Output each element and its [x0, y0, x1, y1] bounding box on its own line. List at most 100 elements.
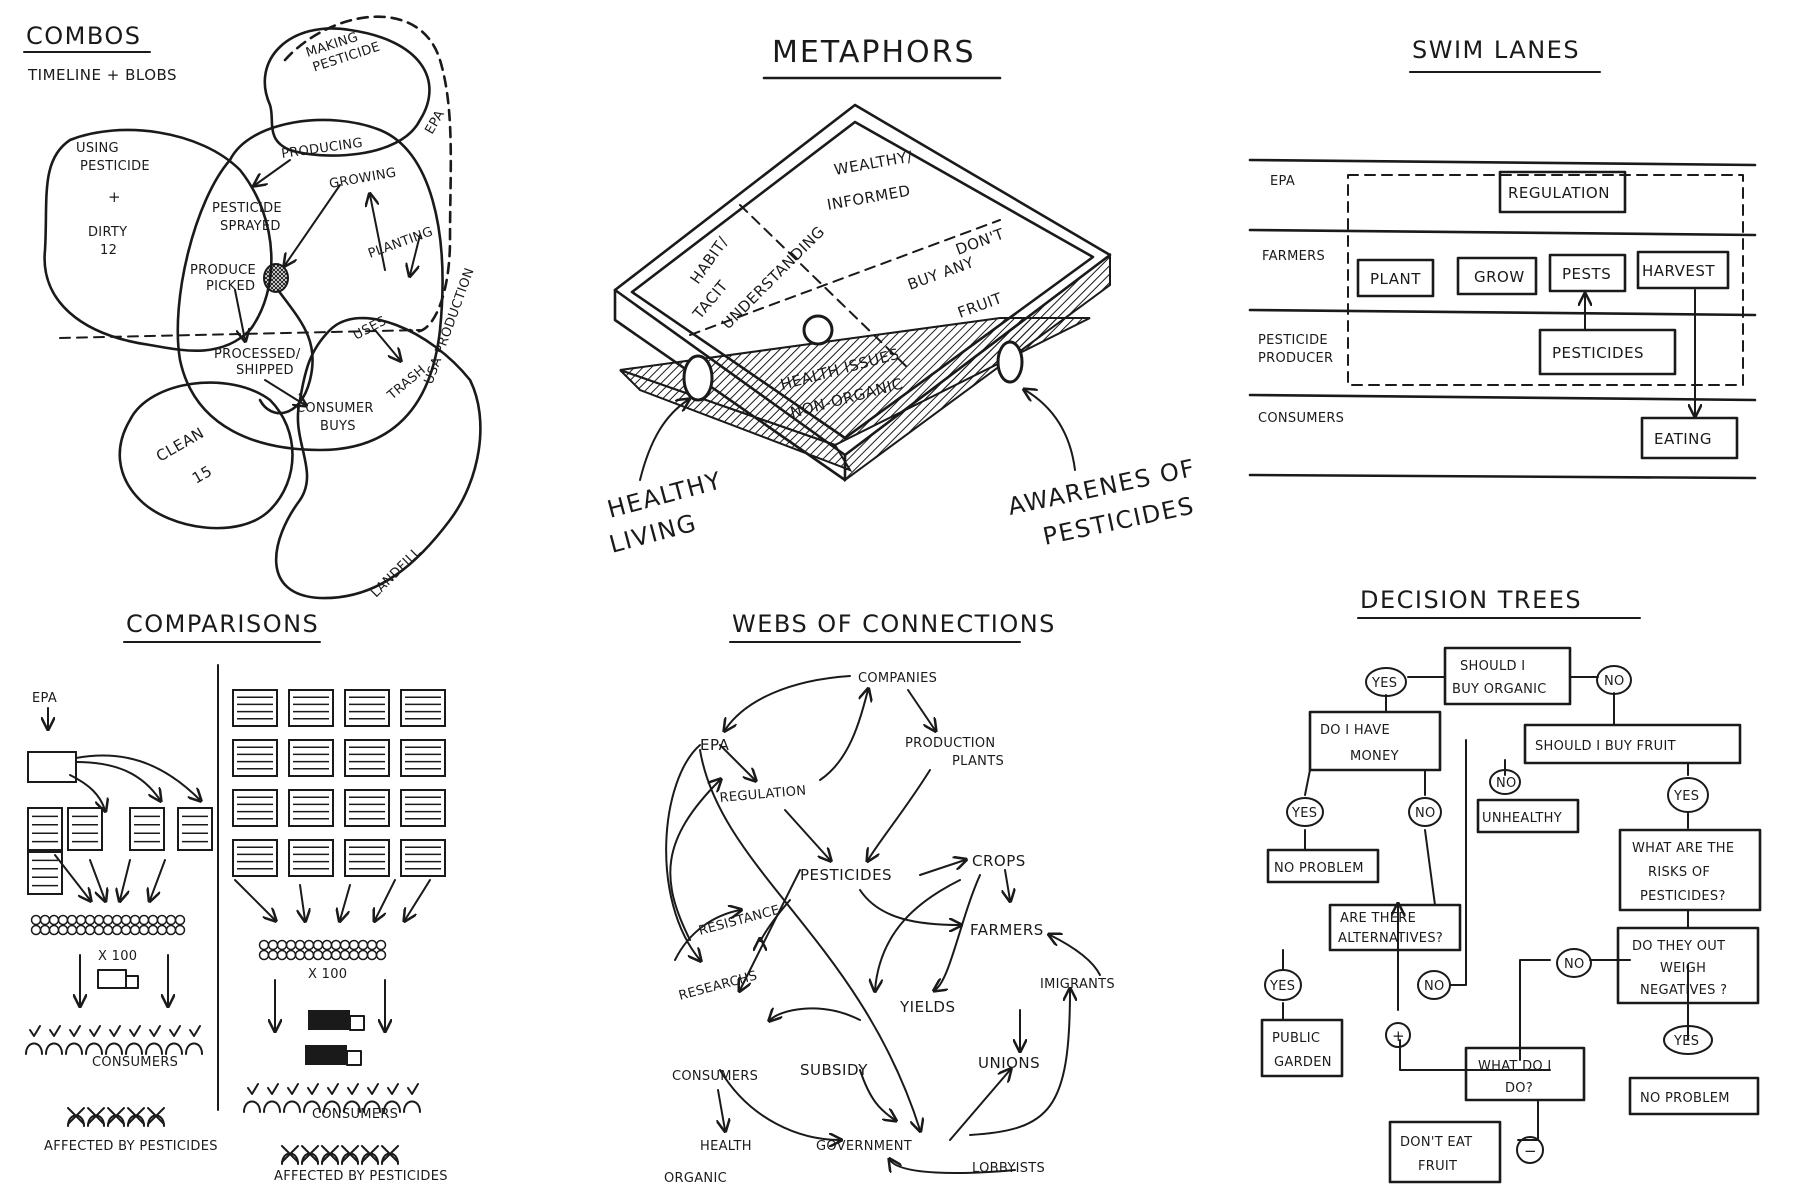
x-mark	[67, 1107, 85, 1125]
check-mark	[29, 1025, 41, 1037]
document-icon	[232, 839, 278, 877]
combos-buys: BUYS	[320, 419, 356, 434]
check-mark	[129, 1025, 141, 1037]
box-grow-label: GROW	[1474, 268, 1525, 286]
metaphor-ball	[802, 314, 834, 346]
web-organic: ORGANIC	[664, 1171, 727, 1186]
node-dont-eat-1: DON'T EAT	[1400, 1135, 1472, 1150]
person-icon	[45, 1042, 63, 1055]
web-yields: YIELDS	[899, 998, 956, 1016]
arrow-growing-picked	[285, 184, 341, 265]
node-no-problem-1-label: NO PROBLEM	[1274, 861, 1364, 876]
lane-line-3	[1248, 308, 1757, 317]
node-have-money	[1308, 710, 1442, 772]
crowd-circle	[294, 939, 306, 951]
comparison-x100-left: X 100	[98, 949, 137, 964]
node-should-fruit	[1523, 723, 1742, 765]
crowd-circle	[357, 949, 369, 961]
combos-title: COMBOS	[26, 22, 142, 50]
comparison-affected-left: AFFECTED BY PESTICIDES	[44, 1139, 218, 1154]
person-icon	[323, 1100, 341, 1113]
right-docs-group	[232, 689, 446, 877]
person-icon	[185, 1042, 203, 1055]
document-icon	[288, 689, 334, 727]
crowd-circle	[357, 939, 369, 951]
check-mark	[307, 1083, 319, 1095]
document-icon	[232, 689, 278, 727]
no-oval-4	[1556, 948, 1592, 978]
crowd-circle	[285, 949, 297, 961]
crowd-circle	[330, 949, 342, 961]
combos-growing: GROWING	[328, 165, 398, 192]
crowd-circle	[348, 949, 360, 961]
right-affected-row	[281, 1145, 399, 1165]
lane-consumers: CONSUMERS	[1258, 411, 1344, 426]
crowd-circle	[30, 914, 42, 926]
x-mark	[381, 1145, 399, 1163]
node-should-organic	[1443, 646, 1572, 706]
minus-label: −	[1524, 1142, 1537, 1160]
combos-consumer: CONSUMER	[296, 401, 374, 416]
crowd-circle	[48, 914, 60, 926]
document-icon	[288, 839, 334, 877]
node-alternatives-2: ALTERNATIVES?	[1338, 931, 1443, 946]
lane-pesticide: PESTICIDE	[1258, 333, 1328, 348]
yes-label-5: YES	[1673, 1034, 1699, 1049]
combos-pesticide-sprayed-1: PESTICIDE	[212, 201, 282, 216]
crowd-circle	[321, 949, 333, 961]
crowd-circle	[30, 924, 42, 936]
metaphor-wealthy: WEALTHY/	[833, 147, 915, 179]
cylinder-right	[996, 340, 1024, 384]
crowd-circle	[375, 939, 387, 951]
web-epa: EPA	[700, 736, 730, 754]
crowd-circle	[39, 914, 51, 926]
check-mark	[267, 1083, 279, 1095]
crowd-circle	[312, 939, 324, 951]
combos-dirty-12: 12	[100, 243, 117, 258]
node-no-problem-2-label: NO PROBLEM	[1640, 1091, 1730, 1106]
person-icon	[363, 1100, 381, 1113]
crowd-circle	[366, 939, 378, 951]
x-mark	[147, 1107, 165, 1125]
box-regulation-label: REGULATION	[1508, 184, 1610, 202]
crowd-circle	[111, 924, 123, 936]
combos-landfill: LANDFILL	[368, 544, 424, 600]
box-plant	[1356, 258, 1435, 298]
arrow-uses-trash	[374, 329, 400, 360]
box-harvest-label: HARVEST	[1642, 262, 1715, 280]
yes-label-3: YES	[1673, 789, 1699, 804]
comparisons-panel: COMPARISONS EPA X 100 CONSUMERS AFFECTED…	[25, 610, 447, 1184]
document-icon	[400, 689, 446, 727]
lane-epa: EPA	[1270, 174, 1295, 189]
x-mark	[361, 1145, 379, 1163]
box-pests	[1548, 253, 1627, 293]
web-pesticides: PESTICIDES	[800, 866, 892, 884]
person-icon	[105, 1042, 123, 1055]
node-what-do-1: WHAT DO I	[1478, 1059, 1552, 1074]
yes-label-2: YES	[1291, 806, 1317, 821]
crowd-circle	[138, 914, 150, 926]
crowd-circle	[93, 924, 105, 936]
comparison-epa: EPA	[32, 691, 57, 706]
lane-line-5	[1248, 473, 1757, 480]
left-consumer-row	[25, 1025, 203, 1055]
combos-plus: +	[108, 188, 121, 206]
using-pesticide-blob	[43, 128, 273, 352]
metaphor-fruit: FRUIT	[955, 289, 1005, 322]
comparisons-title: COMPARISONS	[126, 610, 319, 638]
check-mark	[347, 1083, 359, 1095]
web-government: GOVERNMENT	[816, 1139, 912, 1154]
person-icon	[343, 1100, 361, 1113]
document-icon	[232, 789, 278, 827]
quadrant-line-2	[689, 219, 1001, 336]
person-icon	[283, 1100, 301, 1113]
quadrant-line-1	[739, 204, 911, 371]
combos-epa: EPA	[422, 108, 447, 137]
lane-line-2	[1248, 228, 1757, 237]
node-what-do-2: DO?	[1505, 1081, 1533, 1096]
box-harvest	[1636, 250, 1730, 290]
person-icon	[85, 1042, 103, 1055]
web-crops: CROPS	[972, 852, 1026, 870]
node-have-money-2: MONEY	[1350, 749, 1399, 764]
node-dont-eat-2: FRUIT	[1418, 1159, 1457, 1174]
